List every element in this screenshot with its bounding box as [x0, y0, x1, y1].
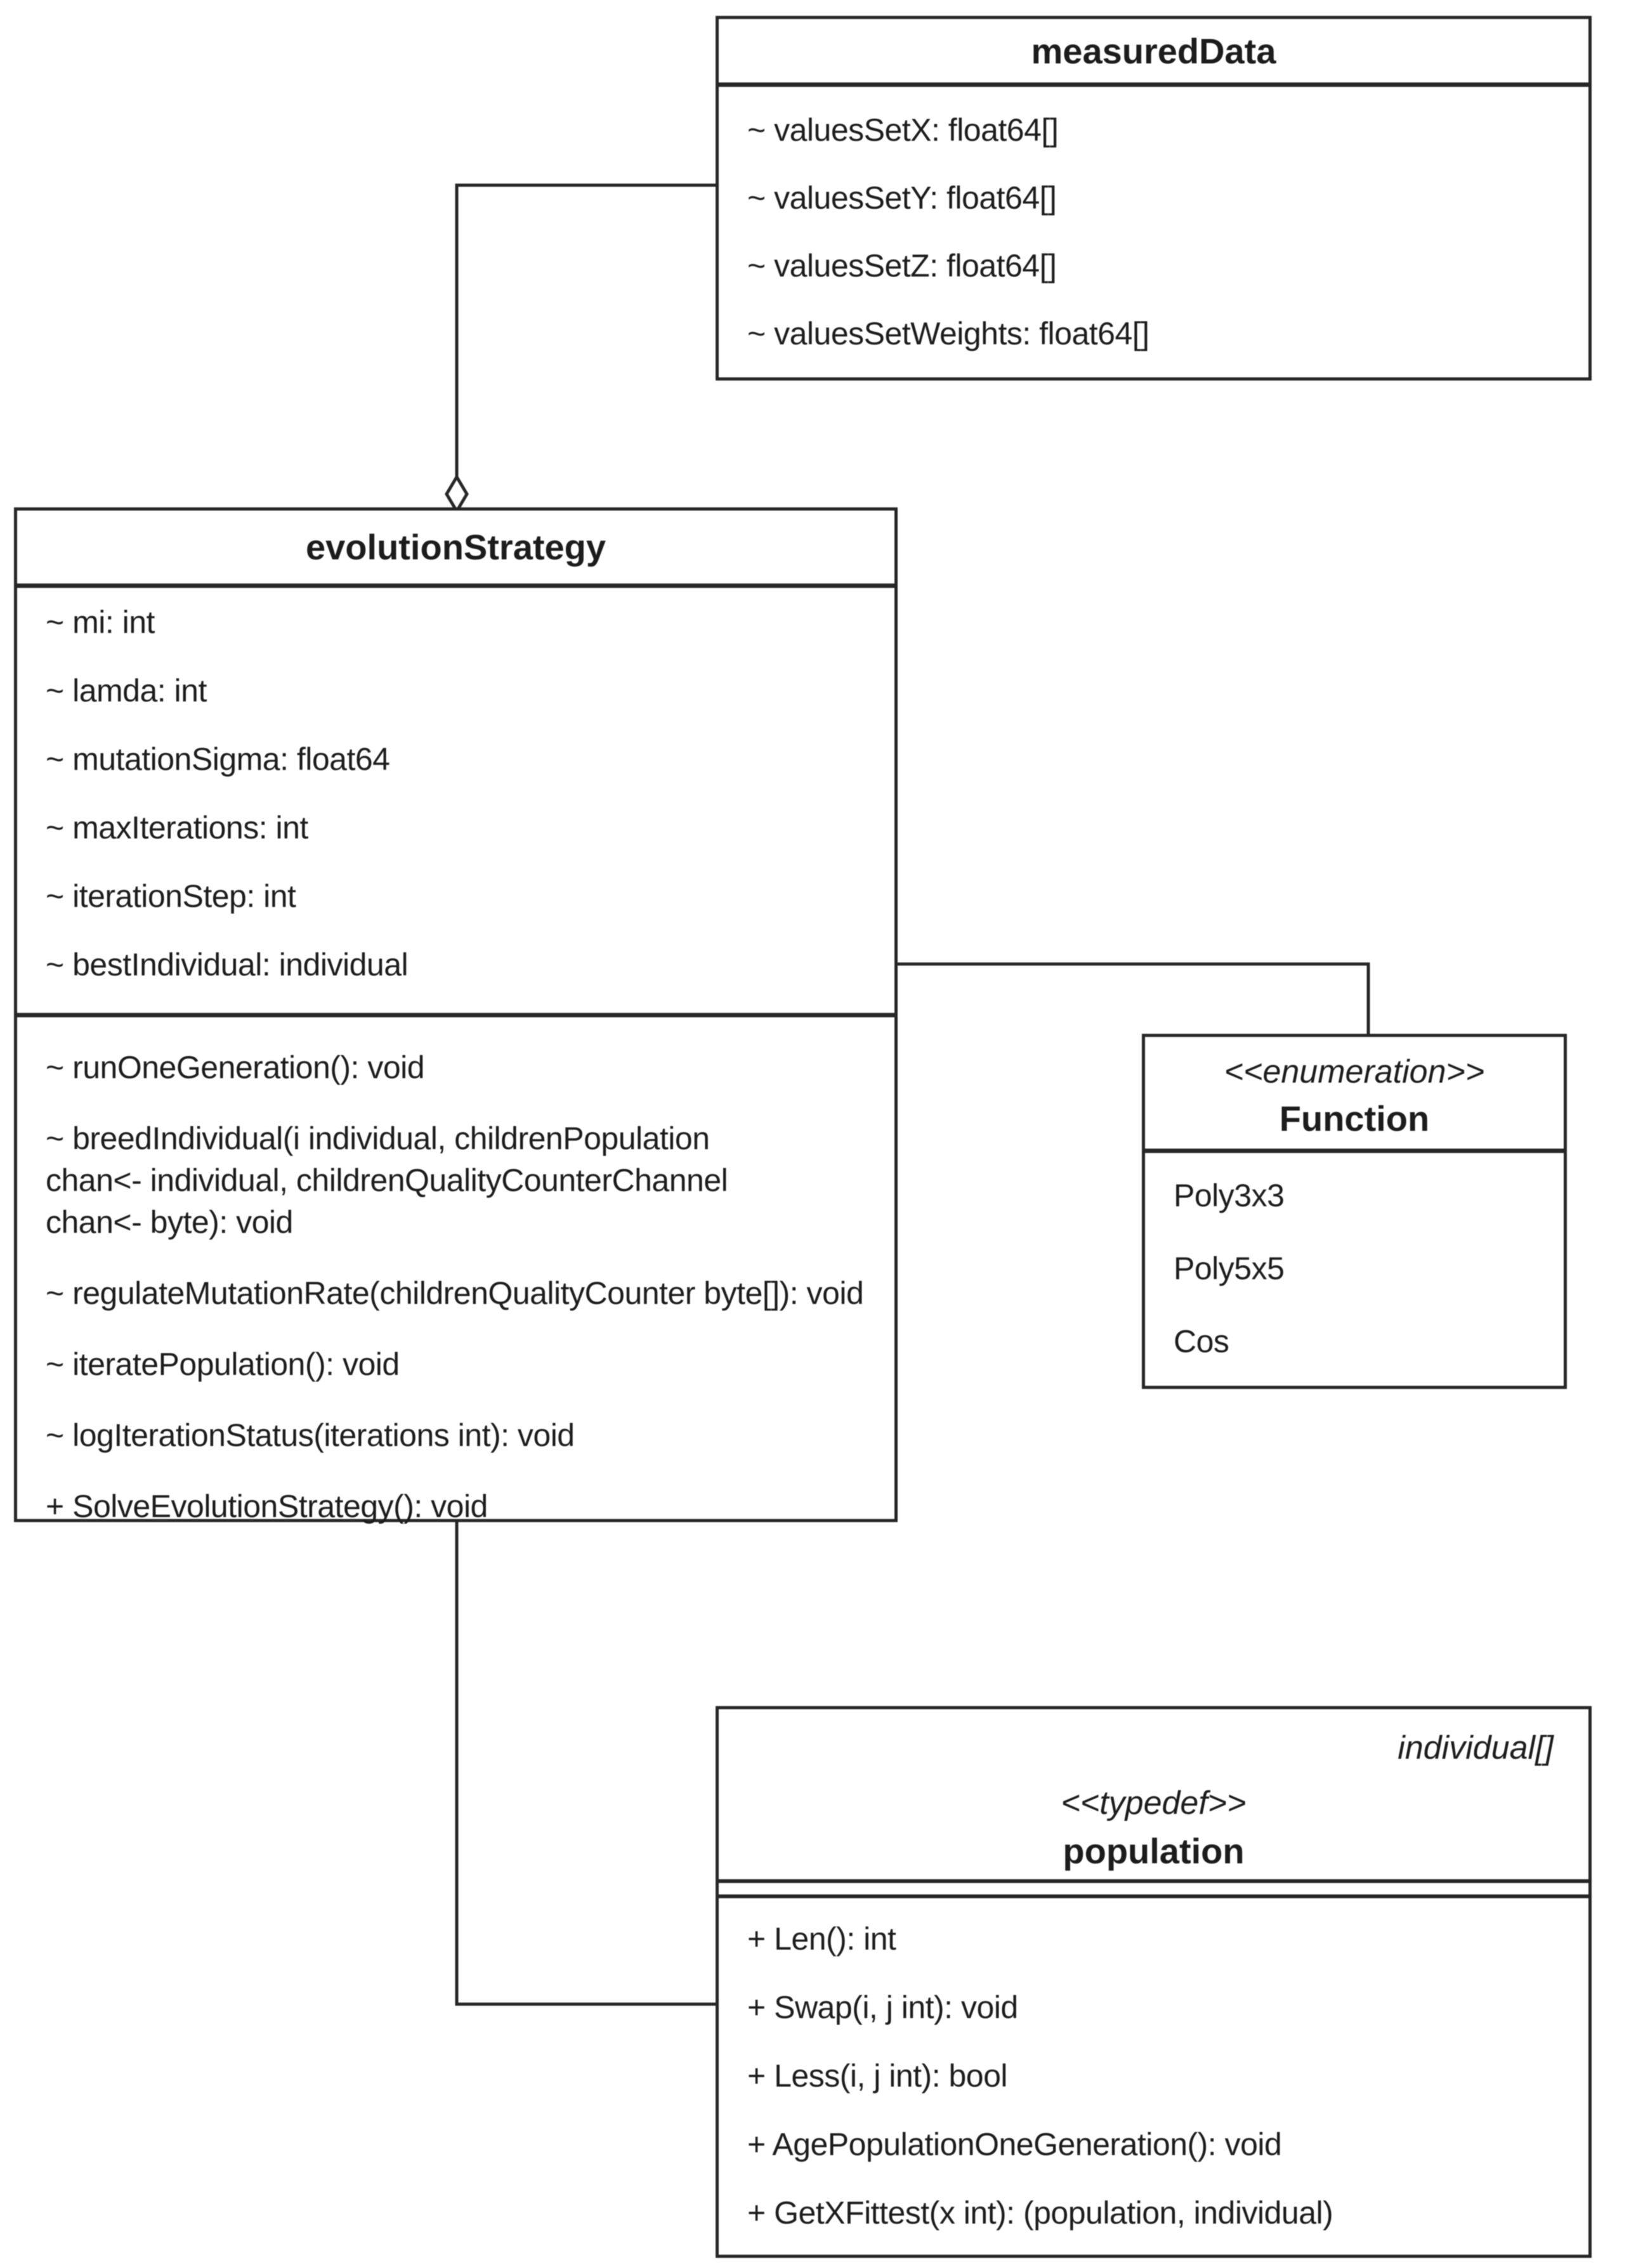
- enum-title: Function: [1279, 1098, 1430, 1138]
- method-row: ~ logIterationStatus(iterations int): vo…: [46, 1418, 575, 1453]
- enum-literal: Poly5x5: [1174, 1251, 1285, 1286]
- method-row: ~ iteratePopulation(): void: [46, 1346, 400, 1382]
- attribute-row: ~ valuesSetY: float64[]: [747, 180, 1057, 216]
- attribute-row: ~ valuesSetZ: float64[]: [747, 248, 1057, 284]
- attribute-row: ~ iterationStep: int: [46, 878, 296, 914]
- method-row-continuation: chan<- byte): void: [46, 1204, 293, 1240]
- attribute-row: ~ maxIterations: int: [46, 810, 308, 845]
- literal-compartment: Poly3x3 Poly5x5 Cos: [1145, 1153, 1564, 1378]
- attribute-row: ~ mutationSigma: float64: [46, 741, 390, 777]
- enum-header: <<enumeration>> Function: [1145, 1037, 1564, 1153]
- method-compartment: + Len(): int + Swap(i, j int): void + Le…: [719, 1898, 1588, 2247]
- method-row: ~ runOneGeneration(): void: [46, 1050, 425, 1085]
- enum-function: <<enumeration>> Function Poly3x3 Poly5x5…: [1142, 1034, 1567, 1389]
- typedef-title: population: [1063, 1831, 1245, 1871]
- stereotype-label: <<typedef>>: [1061, 1785, 1247, 1822]
- population-connector: [455, 1522, 716, 2006]
- aggregation-diamond-icon: [445, 474, 469, 514]
- class-evolutionstrategy: evolutionStrategy ~ mi: int ~ lamda: int…: [14, 507, 898, 1524]
- class-title: measuredData: [719, 19, 1588, 87]
- attribute-row: ~ lamda: int: [46, 673, 207, 708]
- attribute-compartment: ~ mi: int ~ lamda: int ~ mutationSigma: …: [17, 588, 894, 1017]
- enum-literal: Poly3x3: [1174, 1178, 1285, 1213]
- method-row: + Less(i, j int): bool: [747, 2058, 1008, 2094]
- stereotype-label: <<enumeration>>: [1224, 1053, 1485, 1090]
- empty-attribute-compartment: [719, 1879, 1588, 1898]
- method-row: + AgePopulationOneGeneration(): void: [747, 2127, 1282, 2162]
- attribute-row: ~ mi: int: [46, 604, 155, 640]
- type-annotation: individual[]: [1398, 1730, 1554, 1766]
- method-row: ~ regulateMutationRate(childrenQualityCo…: [46, 1275, 864, 1311]
- attribute-row: ~ valuesSetX: float64[]: [747, 112, 1059, 148]
- method-compartment: ~ runOneGeneration(): void ~ breedIndivi…: [17, 1017, 894, 1527]
- function-connector: [898, 962, 1370, 1034]
- attribute-row: ~ bestIndividual: individual: [46, 947, 409, 982]
- aggregation-connector: [455, 183, 716, 477]
- attribute-compartment: ~ valuesSetX: float64[] ~ valuesSetY: fl…: [719, 87, 1588, 368]
- class-title: evolutionStrategy: [17, 511, 894, 588]
- enum-literal: Cos: [1174, 1324, 1229, 1359]
- attribute-row: ~ valuesSetWeights: float64[]: [747, 316, 1149, 351]
- typedef-header: individual[] <<typedef>> population: [719, 1709, 1588, 1879]
- method-row-continuation: chan<- individual, childrenQualityCounte…: [46, 1163, 728, 1198]
- typedef-population: individual[] <<typedef>> population + Le…: [716, 1706, 1592, 2258]
- class-measureddata: measuredData ~ valuesSetX: float64[] ~ v…: [716, 16, 1592, 381]
- method-row: + Len(): int: [747, 1921, 896, 1957]
- method-row: + Swap(i, j int): void: [747, 1990, 1018, 2025]
- method-row: ~ breedIndividual(i individual, children…: [46, 1121, 710, 1156]
- method-row: + GetXFittest(x int): (population, indiv…: [747, 2195, 1333, 2231]
- method-row: + SolveEvolutionStrategy(): void: [46, 1489, 488, 1524]
